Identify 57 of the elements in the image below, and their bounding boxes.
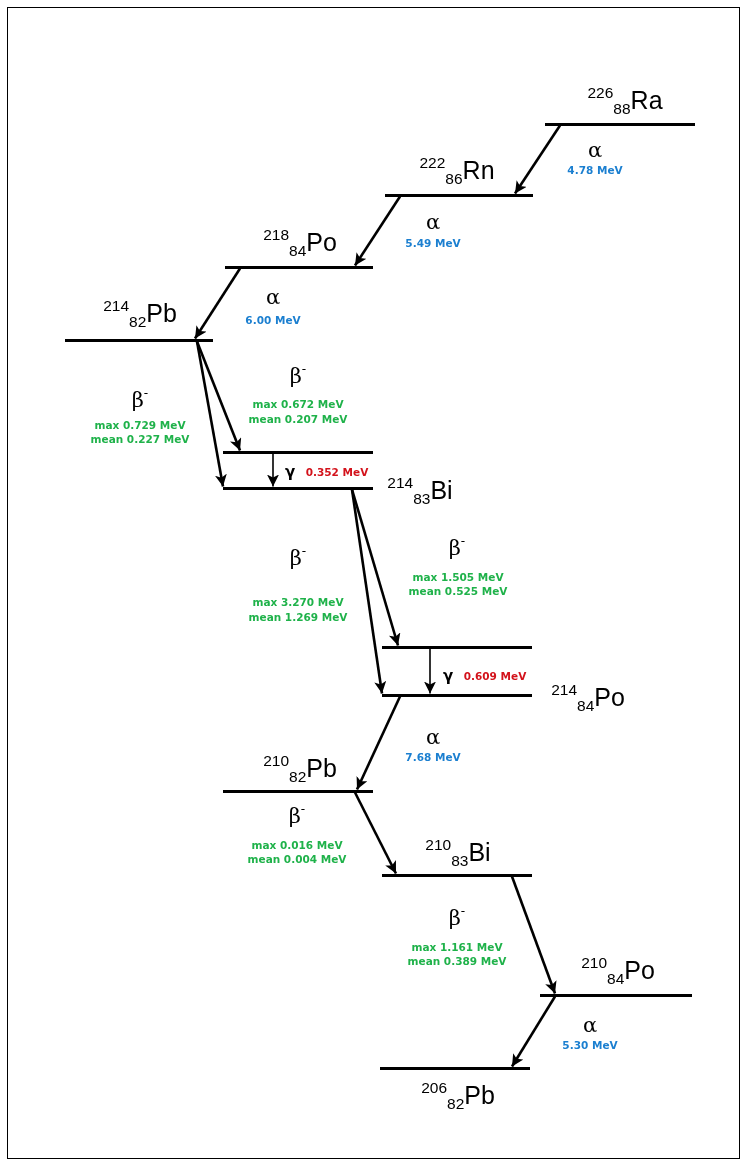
decay-symbol: α bbox=[587, 138, 603, 162]
energy-label: 0.609 MeV bbox=[463, 670, 527, 682]
decay-symbol: γ bbox=[284, 463, 296, 481]
energy-label: max 0.016 MeV bbox=[251, 839, 343, 851]
decay-symbol: α bbox=[265, 285, 281, 309]
energy-level-line bbox=[545, 122, 695, 126]
decay-symbol: β$^{-}$ bbox=[289, 546, 307, 570]
energy-label: mean 0.525 MeV bbox=[408, 585, 508, 597]
energy-label: mean 0.004 MeV bbox=[247, 853, 347, 865]
energy-label: max 1.161 MeV bbox=[411, 941, 503, 953]
decay-symbol: γ bbox=[442, 667, 454, 685]
decay-symbol: α bbox=[425, 725, 441, 749]
energy-label: 7.68 MeV bbox=[405, 751, 461, 763]
energy-label: mean 0.207 MeV bbox=[248, 413, 348, 425]
decay-symbol: β$^{-}$ bbox=[289, 364, 307, 388]
energy-level-line bbox=[382, 645, 532, 649]
decay-symbol: β$^{-}$ bbox=[448, 536, 466, 560]
energy-label: mean 1.269 MeV bbox=[248, 611, 348, 623]
decay-symbol: β$^{-}$ bbox=[288, 804, 306, 828]
energy-label: 5.30 MeV bbox=[562, 1039, 618, 1051]
decay-arrow bbox=[355, 695, 402, 791]
decay-arrow bbox=[510, 876, 557, 994]
energy-level-line bbox=[382, 873, 532, 877]
decay-arrow bbox=[350, 489, 401, 646]
energy-label: 4.78 MeV bbox=[567, 164, 623, 176]
energy-label: max 0.672 MeV bbox=[252, 398, 344, 410]
energy-level-line bbox=[65, 338, 213, 342]
energy-label: max 0.729 MeV bbox=[94, 419, 186, 431]
decay-arrow bbox=[350, 489, 387, 694]
decay-symbol: β$^{-}$ bbox=[131, 388, 149, 412]
energy-label: max 1.505 MeV bbox=[412, 571, 504, 583]
decay-arrow bbox=[353, 791, 398, 875]
decay-arrow bbox=[353, 195, 402, 267]
energy-label: mean 0.389 MeV bbox=[407, 955, 507, 967]
decay-symbol: α bbox=[582, 1013, 598, 1037]
energy-level-line bbox=[223, 789, 373, 793]
decay-arrow bbox=[513, 124, 562, 195]
energy-level-line bbox=[385, 193, 533, 197]
decay-arrow bbox=[424, 647, 436, 695]
decay-arrow bbox=[193, 267, 242, 340]
energy-level-line bbox=[223, 450, 373, 454]
energy-level-line bbox=[382, 693, 532, 697]
decay-symbol: β$^{-}$ bbox=[448, 906, 466, 930]
energy-level-line bbox=[540, 993, 692, 997]
energy-level-line bbox=[225, 265, 373, 269]
energy-label: 0.352 MeV bbox=[305, 466, 369, 478]
decay-arrow bbox=[195, 341, 227, 487]
energy-label: 6.00 MeV bbox=[245, 314, 301, 326]
decay-arrow bbox=[267, 452, 279, 488]
energy-level-line bbox=[380, 1066, 530, 1070]
energy-level-line bbox=[223, 486, 373, 490]
energy-label: max 3.270 MeV bbox=[252, 596, 344, 608]
energy-label: 5.49 MeV bbox=[405, 237, 461, 249]
energy-label: mean 0.227 MeV bbox=[90, 433, 190, 445]
decay-arrow bbox=[195, 341, 242, 451]
decay-symbol: α bbox=[425, 210, 441, 234]
decay-arrow bbox=[510, 995, 557, 1068]
